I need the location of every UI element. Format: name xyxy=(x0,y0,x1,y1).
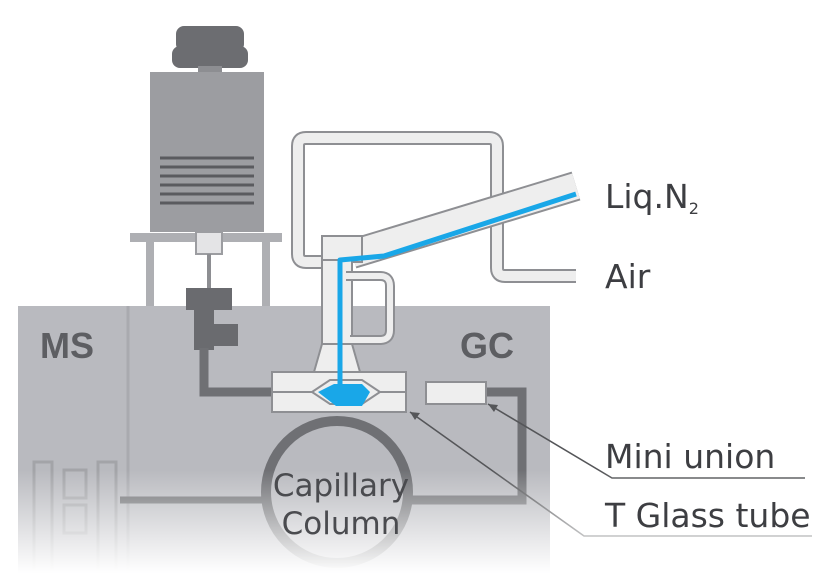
mini-union xyxy=(425,381,487,405)
solenoid-valve-icon xyxy=(150,26,264,288)
t-glass-tube-label: T Glass tube xyxy=(604,496,811,535)
coolant-piping xyxy=(291,131,581,373)
capillary-column-label-line1: Capillary xyxy=(273,468,409,504)
capillary-column-label-line2: Column xyxy=(282,506,401,542)
transfer-line xyxy=(199,348,278,397)
liquid-nitrogen-subscript: 2 xyxy=(689,199,699,218)
valve-vent-lines xyxy=(160,156,254,205)
liquid-nitrogen-label: Liq.N2 xyxy=(605,177,699,218)
coolant-flow-line xyxy=(337,191,577,384)
gc-label: GC xyxy=(460,325,514,366)
ms-label: MS xyxy=(40,325,94,366)
mini-union-label: Mini union xyxy=(605,437,775,476)
bottom-fade xyxy=(0,470,833,573)
liquid-nitrogen-prefix: Liq.N xyxy=(605,177,689,216)
valve-connector-icon xyxy=(186,288,238,350)
air-label: Air xyxy=(605,257,651,296)
callout-arrowheads xyxy=(410,404,498,420)
